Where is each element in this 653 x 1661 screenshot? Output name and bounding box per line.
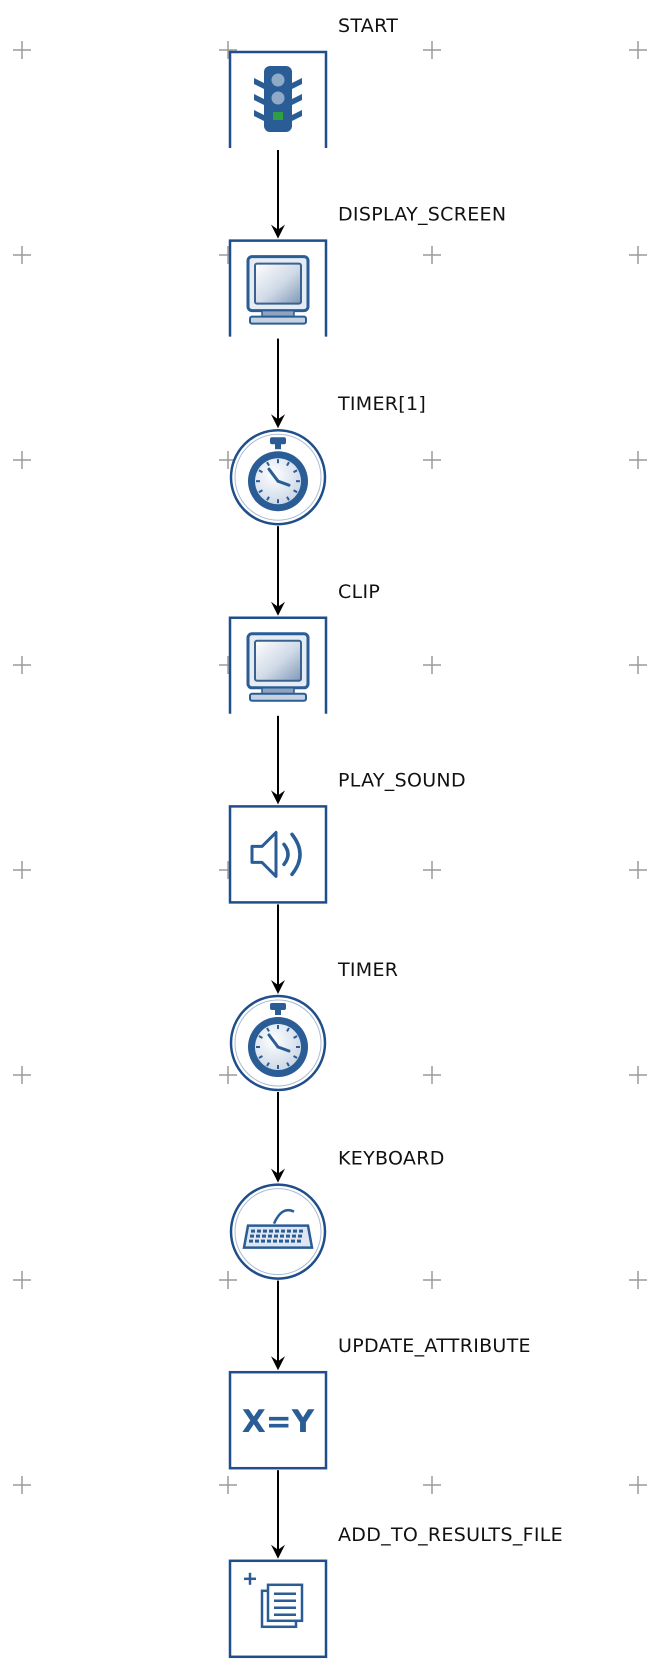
add-results-file-icon	[244, 1572, 304, 1629]
connector-arrow	[271, 150, 285, 239]
grid-cross	[423, 1476, 441, 1494]
stopwatch-icon	[248, 1003, 308, 1077]
grid-cross	[423, 1066, 441, 1084]
grid-cross	[219, 1271, 237, 1289]
grid-cross	[219, 1066, 237, 1084]
node-frame	[228, 1370, 328, 1470]
arrowhead	[271, 1168, 285, 1183]
node-add-to-results-file[interactable]: ADD_TO_RESULTS_FILE	[228, 1524, 563, 1659]
grid-cross	[423, 246, 441, 264]
arrowhead	[271, 414, 285, 429]
node-label: PLAY_SOUND	[338, 769, 466, 791]
grid-cross	[423, 656, 441, 674]
arrowhead	[271, 1356, 285, 1371]
grid-cross	[423, 861, 441, 879]
arrowhead	[271, 980, 285, 994]
grid-cross	[219, 1476, 237, 1494]
node-frame-inner	[234, 999, 322, 1087]
node-label: UPDATE_ATTRIBUTE	[338, 1335, 531, 1357]
node-play-sound[interactable]: PLAY_SOUND	[228, 769, 466, 904]
node-label: CLIP	[338, 581, 380, 603]
assignment-icon: X=Y	[242, 1404, 315, 1440]
grid-cross	[13, 1271, 31, 1289]
grid-cross	[629, 861, 647, 879]
arrowhead	[271, 1544, 285, 1559]
arrowhead	[271, 601, 285, 616]
grid-cross	[13, 451, 31, 469]
grid-cross	[629, 451, 647, 469]
speaker-icon	[250, 830, 302, 878]
grid-cross	[629, 41, 647, 59]
connector-arrow	[271, 1280, 285, 1371]
assignment-text: X=Y	[242, 1404, 315, 1440]
arrowhead	[271, 224, 285, 239]
connector-arrow	[271, 1470, 285, 1559]
grid-crosses	[13, 41, 647, 1494]
monitor-icon	[246, 255, 310, 325]
grid-cross	[423, 41, 441, 59]
node-timer-1[interactable]: TIMER[1]	[229, 393, 426, 526]
connector-arrows	[271, 150, 285, 1559]
node-clip[interactable]: CLIP	[228, 581, 380, 714]
grid-cross	[13, 1476, 31, 1494]
stopwatch-icon	[248, 437, 308, 512]
grid-cross	[13, 656, 31, 674]
node-update-attribute[interactable]: X=Y UPDATE_ATTRIBUTE	[228, 1335, 531, 1470]
node-keyboard[interactable]: KEYBOARD	[229, 1148, 445, 1280]
node-frame-inner	[234, 433, 322, 521]
grid-cross	[13, 1066, 31, 1084]
grid-cross	[13, 246, 31, 264]
grid-cross	[629, 1271, 647, 1289]
connector-arrow	[271, 904, 285, 994]
flowchart-nodes: START DISPLAY_SCREEN TIMER[1] CLIP PLAY_SOUN…	[228, 15, 563, 1659]
node-frame-inner	[234, 1188, 322, 1276]
node-label: TIMER	[337, 959, 398, 981]
node-frame	[228, 805, 328, 904]
grid-cross	[423, 1271, 441, 1289]
grid-cross	[13, 41, 31, 59]
node-label: TIMER[1]	[337, 393, 426, 415]
node-label: KEYBOARD	[338, 1148, 445, 1170]
node-timer[interactable]: TIMER	[229, 959, 398, 1092]
grid-cross	[629, 1476, 647, 1494]
node-display-screen[interactable]: DISPLAY_SCREEN	[228, 204, 506, 337]
connector-arrow	[271, 338, 285, 429]
node-label: DISPLAY_SCREEN	[338, 204, 506, 226]
traffic-light-icon	[254, 66, 302, 132]
connector-arrow	[271, 715, 285, 805]
node-label: ADD_TO_RESULTS_FILE	[338, 1524, 563, 1546]
connector-arrow	[271, 526, 285, 616]
grid-cross	[423, 451, 441, 469]
node-label: START	[338, 15, 398, 37]
grid-cross	[13, 861, 31, 879]
grid-cross	[629, 656, 647, 674]
grid-cross	[629, 1066, 647, 1084]
grid-cross	[219, 41, 237, 59]
arrowhead	[271, 790, 285, 805]
connector-arrow	[271, 1092, 285, 1183]
node-start[interactable]: START	[228, 15, 398, 148]
monitor-icon	[246, 632, 310, 702]
grid-cross	[629, 246, 647, 264]
keyboard-icon	[242, 1208, 314, 1249]
